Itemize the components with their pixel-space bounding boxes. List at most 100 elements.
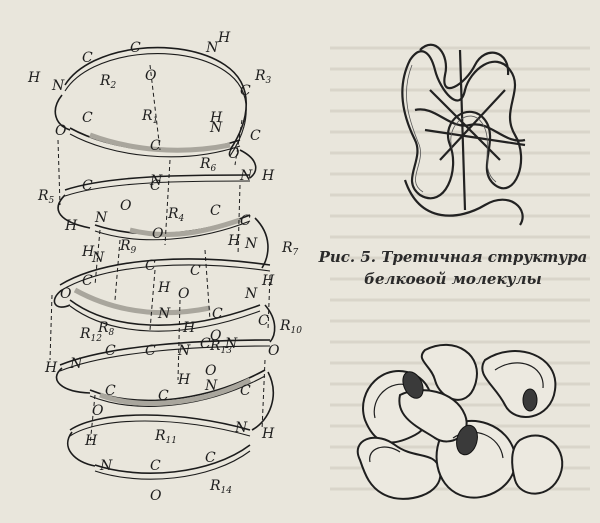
atom-label: H [209, 110, 223, 126]
atom-label: H [27, 70, 41, 86]
atom-label: C [145, 258, 156, 274]
atom-label: N [205, 40, 219, 56]
atom-label: O [120, 198, 132, 214]
atom-label: O [205, 363, 217, 379]
atom-label: C [150, 178, 161, 194]
helix-band-line [59, 258, 271, 286]
helix-band-line [69, 414, 251, 431]
hydrogen-bond [204, 249, 211, 321]
atom-label: H [84, 433, 98, 449]
atom-label: C [210, 203, 221, 219]
atom-label: R4 [167, 206, 185, 224]
helix-band-rail [94, 220, 251, 241]
atom-label: N [224, 336, 238, 352]
atom-label: O [150, 488, 162, 504]
atom-label: C [240, 383, 251, 399]
chain-link [254, 217, 269, 269]
atom-label: C [205, 450, 216, 466]
helix-band-rail [69, 305, 261, 332]
atom-label: N [149, 173, 163, 189]
helix-band-rail [64, 180, 251, 197]
atom-label: C [240, 83, 251, 99]
ribbon-structure-illustration [401, 43, 526, 226]
atom-label: N [94, 210, 108, 226]
atom-label: C [250, 128, 261, 144]
hydrogen-bond [164, 159, 171, 246]
atom-label: N [69, 356, 83, 372]
chain-link [251, 371, 274, 431]
chain-link [239, 149, 257, 179]
helix-band-shade [89, 132, 231, 153]
helix-band-rail [89, 375, 266, 407]
helix-band-line [64, 46, 247, 151]
atom-label: C [150, 458, 161, 474]
atom-label: C [200, 336, 211, 352]
atom-label: N [91, 250, 105, 266]
atom-label: N [234, 420, 248, 436]
chain-link [57, 194, 91, 229]
atom-label: H [261, 426, 275, 442]
atom-label: O [178, 286, 190, 302]
atom-label: H [227, 233, 241, 249]
atom-label: R6 [199, 156, 217, 174]
atom-label: R7 [281, 240, 299, 258]
hydrogen-bond [237, 184, 241, 256]
atom-label: H [261, 273, 275, 289]
atom-label: O [60, 286, 72, 302]
atom-label: H [157, 280, 171, 296]
atom-label: C [158, 388, 169, 404]
atom-label: R10 [279, 318, 302, 336]
hydrogen-bond [94, 229, 101, 286]
helix-band-rail [64, 53, 247, 157]
atom-label: C [190, 263, 201, 279]
helix-band-rail [59, 345, 271, 372]
atom-label: R1 [141, 108, 158, 126]
hydrogen-bond [149, 269, 156, 331]
atom-label: N [177, 343, 191, 359]
chain-link [55, 367, 91, 394]
atom-label: H [81, 244, 95, 260]
hydrogen-bond [57, 139, 61, 206]
hydrogen-bond [49, 294, 53, 361]
helix-band-rail [59, 264, 271, 292]
atom-label: N [239, 168, 253, 184]
hydrogen-bond [234, 119, 243, 166]
chain-link [54, 94, 71, 131]
atom-label: C [258, 313, 269, 329]
helix-band-shade [73, 287, 211, 316]
atom-label: C [82, 50, 93, 66]
atom-label: R11 [154, 428, 177, 446]
atom-label: H [44, 360, 58, 376]
atom-label: C [105, 343, 116, 359]
hydrogen-bond [114, 239, 121, 301]
atom-label: R14 [209, 478, 232, 496]
atom-label: N [204, 378, 218, 394]
caption-line-1: Рис. 5. Третичная структура [318, 248, 588, 266]
atom-label: H [261, 168, 275, 184]
atom-label: C [130, 40, 141, 56]
atom-label: H [217, 30, 231, 46]
helix-band-line [64, 174, 251, 191]
atom-label: C [240, 213, 251, 229]
figure-caption: Рис. 5. Третичная структура белковой мол… [318, 246, 588, 290]
atom-label: C [145, 343, 156, 359]
atom-label: C [150, 138, 161, 154]
atom-label: N [209, 120, 223, 136]
tube-structure-illustration [356, 344, 564, 500]
helix-band-shade [99, 377, 252, 406]
helix-band-rail [69, 133, 241, 158]
hydrogen-bond [149, 64, 161, 151]
helix-band-rail [94, 450, 251, 480]
atom-label: O [152, 226, 164, 242]
atom-label: H [64, 218, 78, 234]
chain-link [264, 304, 276, 343]
atom-label: C [82, 110, 93, 126]
atom-label: C [212, 306, 223, 322]
atom-label: R3 [254, 68, 272, 86]
atom-label: O [145, 68, 157, 84]
atom-label: N [99, 458, 113, 474]
atom-label: H [177, 372, 191, 388]
atom-label: N [157, 306, 171, 322]
